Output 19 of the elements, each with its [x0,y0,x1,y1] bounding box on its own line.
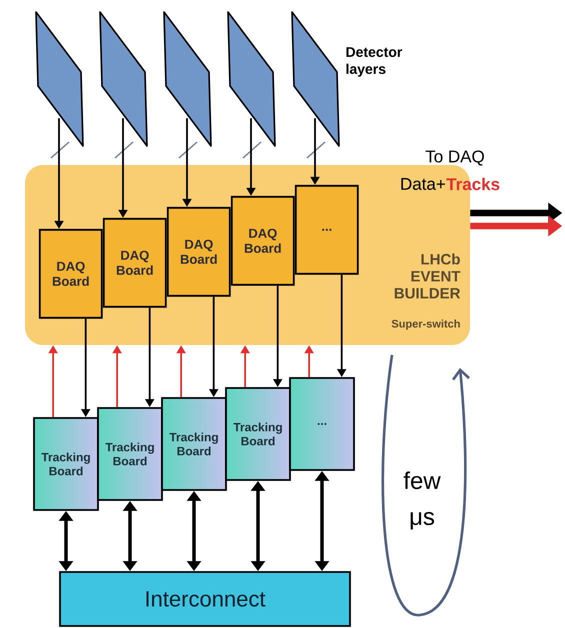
tracking-board: ... [289,377,355,471]
daq-board: DAQ Board [38,228,103,319]
detector-layer [227,11,276,147]
tracking-board: Tracking Board [225,387,291,481]
detector-layer [163,11,212,147]
text-label: To DAQ [426,150,484,166]
duration-label: few μs [404,472,441,530]
daq-board: DAQ Board [166,206,231,297]
daq-board: DAQ Board [230,196,295,286]
detector-layer [291,11,340,147]
daq-board: DAQ Board [102,218,167,308]
interconnect-box: Interconnect [59,571,351,627]
tracking-board: Tracking Board [97,407,163,501]
tracking-board: Tracking Board [161,397,227,491]
text-label: Data+ [401,178,445,190]
tracking-board: Tracking Board [33,417,99,511]
detector-layer [35,11,84,147]
detector-layer [99,11,148,147]
daq-board: ... [294,184,359,275]
